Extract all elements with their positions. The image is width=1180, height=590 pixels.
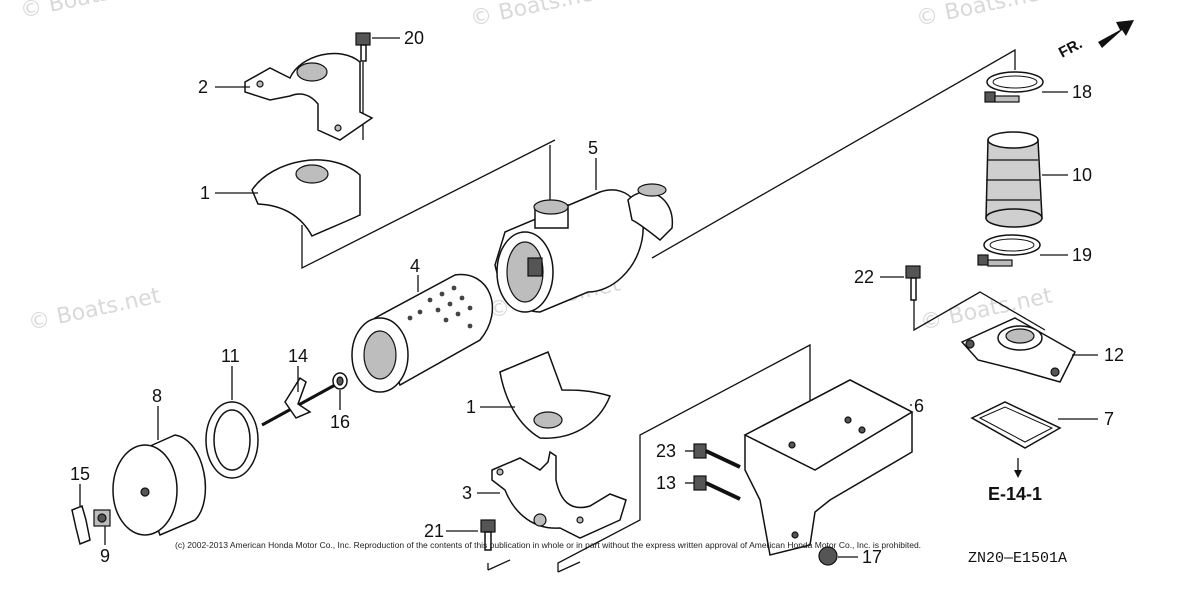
callout-19: 19	[1072, 245, 1092, 265]
callout-12: 12	[1104, 345, 1124, 365]
callout-5: 5	[588, 138, 598, 158]
callout-16: 16	[330, 412, 350, 432]
bolt-part-23	[693, 443, 741, 469]
hose-part-10	[985, 131, 1043, 228]
gasket-part-7	[970, 401, 1062, 449]
washer-part-16	[332, 372, 348, 390]
callout-10: 10	[1072, 165, 1092, 185]
front-direction-arrow: FR.	[1056, 20, 1134, 62]
assembly-lines	[301, 48, 1046, 573]
pad-part-1-upper	[251, 159, 361, 237]
watermark: © Boats.net	[26, 283, 163, 335]
diagram-code: ZN20—E1501A	[968, 550, 1067, 567]
callout-15: 15	[70, 464, 90, 484]
callout-labels: 20 2 1 5 4 11 14 16 8 15 9 1 3 21 18 10 …	[70, 28, 1124, 567]
clamp-part-19	[977, 234, 1041, 267]
callout-1-lower: 1	[466, 397, 476, 417]
watermark: © Boats.net	[468, 0, 605, 32]
bolt-part-22	[905, 265, 921, 301]
callout-22: 22	[854, 267, 874, 287]
bolt-part-13	[693, 475, 741, 501]
callout-23: 23	[656, 441, 676, 461]
element-part-4	[351, 273, 494, 393]
nut-part-9	[93, 509, 111, 527]
pad-part-1-lower	[499, 351, 612, 439]
leader-lines	[79, 37, 1098, 558]
reference-label: E-14-1	[988, 484, 1042, 504]
callout-14: 14	[288, 346, 308, 366]
reference-arrow	[1014, 458, 1022, 478]
arrow-icon	[1098, 20, 1134, 48]
callout-3: 3	[462, 483, 472, 503]
callout-20: 20	[404, 28, 424, 48]
watermark: © Boats.net	[918, 283, 1055, 335]
washer-part-17	[818, 546, 838, 566]
callout-7: 7	[1104, 409, 1114, 429]
gasket-part-11	[205, 401, 259, 479]
callout-18: 18	[1072, 82, 1092, 102]
callout-1-upper: 1	[200, 183, 210, 203]
elbow-part-12	[960, 317, 1076, 383]
callout-2: 2	[198, 77, 208, 97]
copyright-notice: (c) 2002-2013 American Honda Motor Co., …	[175, 540, 921, 550]
wing-bolt-part-14	[261, 376, 336, 427]
bolt-part-21	[480, 519, 496, 551]
band-part-2	[244, 52, 374, 141]
wing-nut-part-15	[71, 504, 91, 546]
callout-21: 21	[424, 521, 444, 541]
clamp-part-18	[984, 71, 1044, 103]
front-label: FR.	[1056, 35, 1085, 61]
callout-9: 9	[100, 546, 110, 566]
callout-8: 8	[152, 386, 162, 406]
cover-part-8	[112, 434, 207, 536]
case-part-5	[494, 183, 673, 313]
bracket-part-6	[743, 379, 914, 556]
callout-4: 4	[410, 256, 420, 276]
bolt-part-20	[355, 32, 371, 140]
callout-11: 11	[221, 346, 240, 366]
band-part-3	[491, 450, 627, 539]
callout-13: 13	[656, 473, 676, 493]
watermark: © Boats.	[18, 0, 119, 24]
callout-17: 17	[862, 547, 882, 567]
callout-6: 6	[914, 396, 924, 416]
watermark: © Boats.net	[914, 0, 1051, 32]
